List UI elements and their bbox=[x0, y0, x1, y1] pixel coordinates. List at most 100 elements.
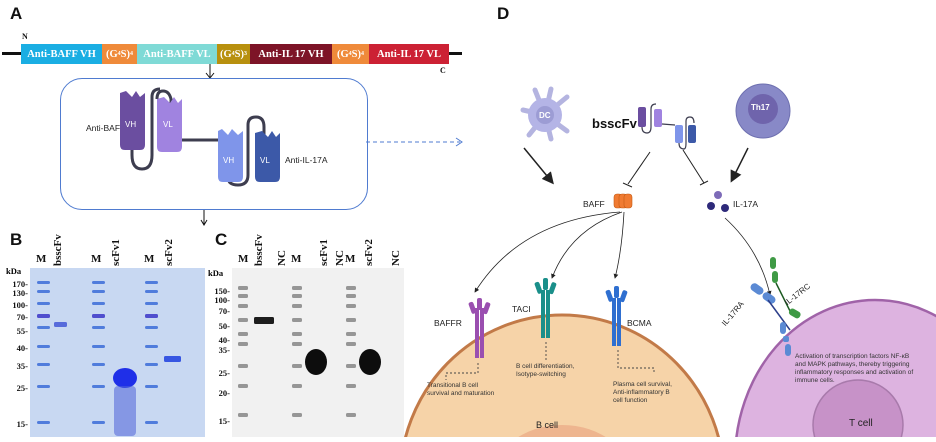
domain-segment: Anti-BAFF VH bbox=[21, 44, 102, 64]
baff-to-bcma-arrow bbox=[613, 211, 625, 279]
lane-label: bsscFv bbox=[253, 234, 265, 266]
blot-band bbox=[292, 364, 302, 368]
blot-band bbox=[238, 413, 248, 417]
panel-a-letter: A bbox=[10, 4, 23, 23]
lane-label: M bbox=[291, 253, 302, 265]
svg-text:VH: VH bbox=[125, 120, 136, 129]
gel-band bbox=[145, 326, 158, 329]
anti-il17a-label: Anti-IL-17A bbox=[285, 155, 328, 165]
th17-to-il17a-arrow bbox=[730, 147, 749, 183]
domain-segment: Anti-BAFF VL bbox=[137, 44, 217, 64]
gel-band bbox=[92, 302, 105, 305]
kda-marker-label: 20- bbox=[218, 388, 230, 398]
kda-marker-label: 40- bbox=[218, 335, 230, 345]
blot-band bbox=[238, 364, 248, 368]
baff-to-baffr-arrow bbox=[474, 211, 621, 293]
gel-band bbox=[145, 345, 158, 348]
text-line: and MAPK pathways, thereby triggering bbox=[795, 361, 910, 368]
blot-band bbox=[292, 342, 302, 346]
th17-cell bbox=[735, 83, 791, 139]
kda-marker-label: 40- bbox=[16, 343, 28, 353]
blot-band bbox=[292, 332, 302, 336]
panel-b-letter: B bbox=[10, 230, 23, 249]
blot-band bbox=[346, 294, 356, 298]
blot-band bbox=[305, 349, 327, 375]
blot-band bbox=[292, 413, 302, 417]
blot-band bbox=[238, 294, 248, 298]
gel-band bbox=[113, 368, 137, 388]
gel-b-kda-title: kDa bbox=[6, 266, 22, 276]
blot-band bbox=[238, 318, 248, 322]
blot-band bbox=[346, 332, 356, 336]
anti-baff-vl-domain: VL bbox=[157, 97, 182, 152]
panel-d-letter: D bbox=[497, 4, 510, 23]
gel-band bbox=[145, 421, 158, 424]
gel-band bbox=[92, 421, 105, 424]
t-cell-label: T cell bbox=[849, 418, 873, 429]
bsscfv-schematic-box bbox=[60, 78, 368, 210]
c-terminus-label: C bbox=[440, 66, 446, 75]
n-terminus-label: N bbox=[22, 32, 28, 41]
blot-band bbox=[292, 294, 302, 298]
gel-band bbox=[92, 290, 105, 293]
kda-marker-label: 15- bbox=[218, 416, 230, 426]
text-line: Isotype-switching bbox=[516, 371, 566, 378]
gel-band bbox=[145, 363, 158, 366]
gel-band bbox=[54, 322, 67, 327]
gel-band bbox=[37, 326, 50, 329]
gel-band bbox=[37, 290, 50, 293]
blot-band bbox=[292, 304, 302, 308]
gel-band bbox=[145, 314, 158, 318]
domain-segment: Anti-IL 17 VL bbox=[369, 44, 449, 64]
svg-text:VL: VL bbox=[260, 156, 270, 165]
kda-marker-label: 35- bbox=[16, 361, 28, 371]
svg-text:VL: VL bbox=[163, 120, 173, 129]
blot-band bbox=[238, 342, 248, 346]
gel-band bbox=[37, 314, 50, 318]
sds-page-gel bbox=[30, 268, 205, 437]
kda-marker-label: 35- bbox=[218, 345, 230, 355]
blot-band bbox=[254, 317, 274, 324]
gel-band bbox=[92, 363, 105, 366]
baffr-receptor bbox=[468, 298, 491, 358]
western-blot bbox=[232, 268, 404, 437]
kda-marker-label: 25- bbox=[218, 368, 230, 378]
bcma-receptor bbox=[605, 286, 628, 346]
il17ra-receptor bbox=[750, 283, 791, 356]
lane-label: M bbox=[238, 253, 249, 265]
bsscfv-label: bsscFv bbox=[592, 116, 637, 131]
text-line: Anti-inflammatory B bbox=[613, 389, 670, 396]
gel-band bbox=[145, 281, 158, 284]
arrow-down-icon bbox=[200, 210, 208, 226]
th17-label: Th17 bbox=[751, 103, 770, 112]
gel-band bbox=[37, 421, 50, 424]
blot-band bbox=[346, 364, 356, 368]
gel-band bbox=[145, 302, 158, 305]
taci-function-text: B cell differentiation, Isotype-switchin… bbox=[516, 363, 574, 379]
dashed-arrow-to-panel-d bbox=[366, 137, 463, 147]
lane-label: M bbox=[36, 253, 47, 265]
blot-band bbox=[238, 332, 248, 336]
text-line: inflammatory responses and activation of bbox=[795, 369, 914, 376]
kda-marker-label: 130- bbox=[12, 288, 28, 298]
lane-label: scFv1 bbox=[110, 239, 122, 266]
lane-label: scFv1 bbox=[318, 239, 330, 266]
gel-band bbox=[37, 281, 50, 284]
bcma-function-text: Plasma cell survival, Anti-inflammatory … bbox=[613, 381, 672, 405]
gel-band bbox=[92, 385, 105, 388]
gel-band bbox=[114, 386, 136, 436]
gel-band bbox=[37, 345, 50, 348]
gel-band bbox=[92, 314, 105, 318]
blot-band bbox=[292, 384, 302, 388]
anti-baff-vh-domain: VH bbox=[120, 91, 145, 150]
il17a-molecules-icon bbox=[707, 191, 729, 212]
kda-marker-label: 70- bbox=[218, 306, 230, 316]
dendritic-cell bbox=[520, 86, 570, 142]
il17-function-text: Activation of transcription factors NF-κ… bbox=[795, 353, 913, 385]
gel-band bbox=[37, 302, 50, 305]
text-line: immune cells. bbox=[795, 377, 835, 384]
gel-band bbox=[164, 356, 181, 362]
blot-band bbox=[346, 413, 356, 417]
